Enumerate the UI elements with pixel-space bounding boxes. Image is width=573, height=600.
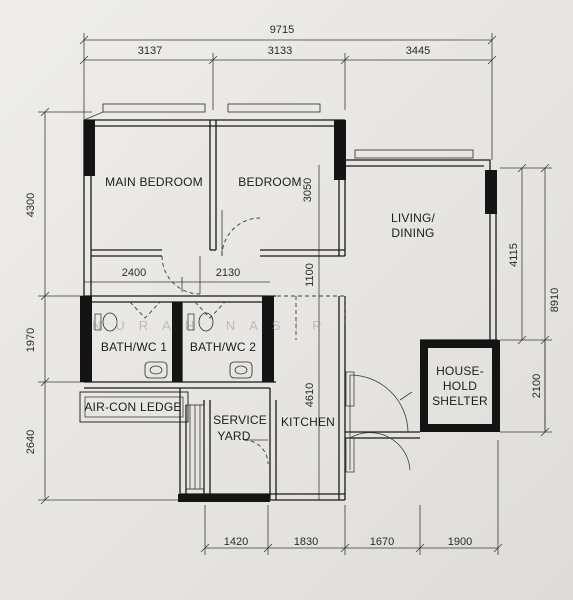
solid-walls: [80, 120, 500, 502]
dimension-labels: 9715 3137 3133 3445 4300 1970 2640 4115 …: [25, 24, 561, 548]
dim-inner-1100: 1100: [304, 263, 316, 287]
dim-left-3: 2640: [25, 430, 37, 454]
watermark: NURAH NASIR: [92, 318, 336, 333]
label-service-1: SERVICE: [213, 413, 267, 427]
label-service-2: YARD: [217, 429, 250, 443]
label-living-1: LIVING/: [391, 211, 436, 225]
doors: [129, 210, 413, 473]
dim-left-2: 1970: [25, 328, 37, 352]
label-shelter-2: HOLD: [443, 379, 477, 393]
dim-bottom-1: 1420: [224, 536, 248, 548]
yard-grating: [185, 404, 205, 490]
dim-bottom-3: 1670: [370, 536, 394, 548]
dim-inner-2130: 2130: [216, 267, 240, 279]
label-living-2: DINING: [391, 226, 434, 240]
label-shelter-3: SHELTER: [432, 394, 488, 408]
label-shelter-1: HOUSE-: [436, 364, 484, 378]
basin-icon: [229, 361, 253, 379]
toilet-icon: [102, 312, 118, 332]
dim-bedroom-height: 3050: [302, 178, 314, 202]
label-main-bedroom: MAIN BEDROOM: [105, 175, 203, 189]
dim-right-1: 4115: [508, 243, 520, 267]
label-kitchen: KITCHEN: [281, 415, 335, 429]
dim-bottom-2: 1830: [294, 536, 318, 548]
dim-top-1: 3137: [138, 45, 162, 57]
walls: [79, 103, 498, 501]
dim-top-2: 3133: [268, 45, 292, 57]
dim-inner-4610: 4610: [304, 383, 316, 407]
dim-inner-2400: 2400: [122, 267, 146, 279]
label-bedroom: BEDROOM: [238, 175, 301, 189]
label-bath-2: BATH/WC 2: [190, 340, 256, 354]
basin-icon: [144, 361, 168, 379]
label-bath-1: BATH/WC 1: [101, 340, 167, 354]
room-labels: MAIN BEDROOM BEDROOM LIVING/ DINING BATH…: [84, 175, 488, 443]
dim-left-1: 4300: [25, 193, 37, 217]
fixtures: [94, 312, 253, 379]
dim-top-total: 9715: [270, 24, 294, 36]
dimension-lines: [38, 33, 552, 555]
dim-right-total: 8910: [549, 288, 561, 312]
dim-right-2: 2100: [531, 374, 543, 398]
dim-top-3: 3445: [406, 45, 430, 57]
label-aircon-ledge: AIR-CON LEDGE: [84, 400, 181, 414]
toilet-icon: [198, 312, 214, 332]
dim-bottom-4: 1900: [448, 536, 472, 548]
